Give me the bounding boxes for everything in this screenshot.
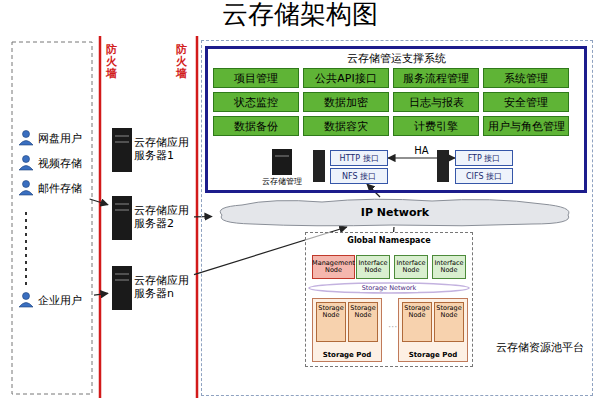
storage-pod: Storage Pod Storage Node Storage Node (312, 298, 382, 362)
node-text: Interface Node (357, 260, 389, 274)
function-cell: 数据备份 (213, 116, 299, 136)
function-cell: 服务流程管理 (393, 68, 479, 88)
node-text: 计费引擎 (414, 119, 458, 134)
connector (194, 216, 212, 218)
node-text: 企业用户 (38, 293, 82, 308)
node-text: Management Node (312, 260, 355, 274)
user-label: 网盘用户 (14, 127, 94, 149)
node-text: IP Network (361, 206, 429, 219)
node-text: 云存储资源池平台 (496, 340, 584, 355)
node-text: 云存储管运支撑系统 (208, 51, 584, 66)
server-box: 云存储应用服务器1 (108, 128, 194, 172)
node-text: NFS 接口 (342, 171, 376, 182)
node-text: 云存储管理 (262, 176, 302, 187)
interface-node: Interface Node (356, 255, 390, 279)
storage-node: Storage Node (316, 302, 346, 342)
edge-label: HA (412, 145, 430, 156)
node-text: 日志与报表 (409, 95, 464, 110)
node-text: 云存储应用服务器n (134, 275, 194, 300)
firewall-label: 防火墙 (106, 44, 117, 80)
function-cell: 系统管理 (483, 68, 569, 88)
node-text: 项目管理 (234, 71, 278, 86)
network-label: Storage Network (360, 284, 419, 292)
node-text: 邮件存储 (38, 181, 82, 196)
ellipsis-line (25, 212, 27, 285)
node-text: 云存储应用服务器2 (134, 205, 194, 230)
function-cell: 用户与角色管理 (483, 116, 569, 136)
node-text: Storage Node (403, 305, 431, 319)
interface-node: Interface Node (432, 255, 466, 279)
node-text: Storage Node (435, 305, 463, 319)
function-cell: 项目管理 (213, 68, 299, 88)
node-text: Interface Node (433, 260, 465, 274)
node-text: HTTP 接口 (339, 153, 378, 164)
storage-node: Storage Node (402, 302, 432, 342)
node-text: Storage Pod (399, 351, 467, 359)
management-node: Management Node (312, 255, 355, 279)
function-cell: 安全管理 (483, 92, 569, 112)
node-text: 视频存储 (38, 156, 82, 171)
diagram-title: 云存储架构图 (0, 0, 600, 32)
firewall-line (99, 36, 102, 398)
connector (94, 293, 108, 295)
node-text: 公共API接口 (315, 71, 376, 86)
storage-node: Storage Node (348, 302, 378, 342)
node-text: Storage Node (349, 305, 377, 319)
firewall-label: 防火墙 (176, 44, 187, 80)
interface-box: CIFS 接口 (455, 168, 513, 184)
function-cell: 状态监控 (213, 92, 299, 112)
namespace-box: Global NamespaceManagement NodeInterface… (305, 232, 473, 367)
node-text: 云存储应用服务器1 (134, 137, 194, 162)
interface-node: Interface Node (394, 255, 428, 279)
connector (388, 157, 455, 158)
function-cell: 日志与报表 (393, 92, 479, 112)
node-text: FTP 接口 (468, 153, 501, 164)
node-text: 数据加密 (324, 95, 368, 110)
user-label: 邮件存储 (14, 177, 94, 199)
node-text: 状态监控 (234, 95, 278, 110)
user-label: 视频存储 (14, 152, 94, 174)
function-cell: 数据容灾 (303, 116, 389, 136)
node-text: Global Namespace (306, 236, 472, 245)
node-text: 数据备份 (234, 119, 278, 134)
user-label: 企业用户 (14, 289, 94, 311)
network-cloud: IP Network (212, 197, 578, 227)
node-text: Interface Node (395, 260, 427, 274)
platform-region: 云存储资源池平台 云存储管运支撑系统项目管理 公共API接口 服务流程管理 系统管理状态… (201, 40, 593, 396)
server-box: 云存储应用服务器n (108, 266, 194, 310)
management-server: 云存储管理 (258, 148, 306, 188)
node-text: 系统管理 (504, 71, 548, 86)
storage-pod: Storage Pod Storage Node Storage Node (398, 298, 468, 362)
connector (90, 199, 108, 205)
function-cell: 公共API接口 (303, 68, 389, 88)
node-text: Storage Pod (313, 351, 381, 359)
node-text: 用户与角色管理 (488, 119, 565, 134)
function-cell: 计费引擎 (393, 116, 479, 136)
node-text: 数据容灾 (324, 119, 368, 134)
server-box: 云存储应用服务器2 (108, 196, 194, 240)
function-cell: 数据加密 (303, 92, 389, 112)
node-text: 服务流程管理 (403, 71, 469, 86)
interface-box: HTTP 接口 (330, 150, 388, 166)
node-text: Storage Node (317, 305, 345, 319)
storage-node: Storage Node (434, 302, 464, 342)
user-zone (12, 42, 92, 394)
support-system-box: 云存储管运支撑系统项目管理 公共API接口 服务流程管理 系统管理状态监控 数据加密 日志… (205, 46, 587, 193)
user-icons (19, 131, 33, 308)
node-text: 网盘用户 (38, 131, 82, 146)
node-text: CIFS 接口 (466, 171, 502, 182)
interface-box: FTP 接口 (455, 150, 513, 166)
interface-box: NFS 接口 (330, 168, 388, 184)
node-text: 安全管理 (504, 95, 548, 110)
